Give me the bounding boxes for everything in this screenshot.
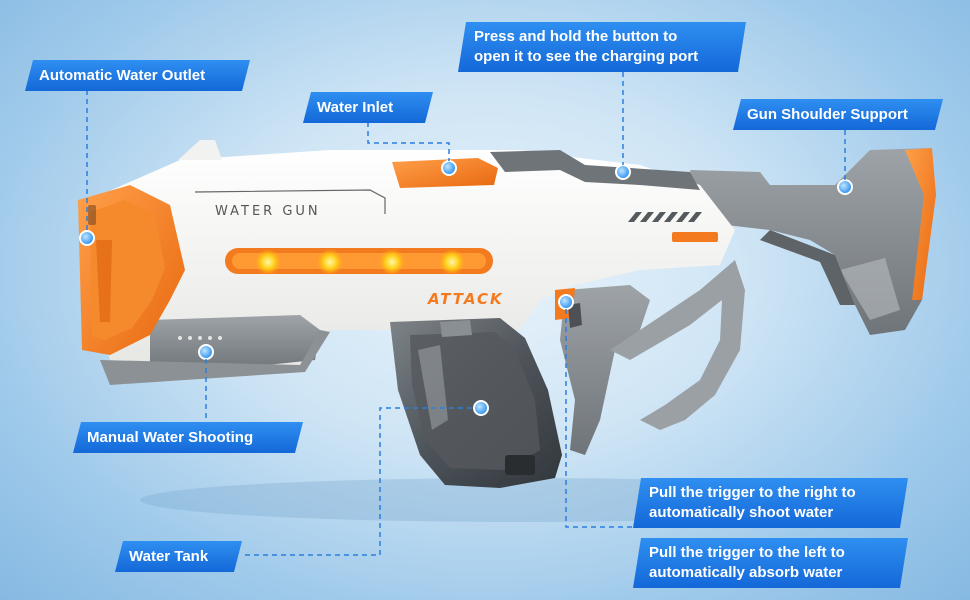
callout-automatic-water-outlet: Automatic Water Outlet	[25, 60, 250, 91]
rail-dots	[178, 336, 222, 340]
callout-trigger-left-line2: automatically absorb water	[649, 564, 843, 581]
callout-water-tank: Water Tank	[115, 541, 242, 572]
marker-charging-port	[615, 164, 631, 180]
marker-water-tank	[473, 400, 489, 416]
callout-water-inlet: Water Inlet	[303, 92, 433, 123]
callout-trigger-right-line1: Pull the trigger to the right to	[649, 484, 856, 501]
grip-and-trigger	[555, 260, 745, 455]
water-outlet-muzzle	[78, 185, 185, 355]
orange-accent-strip	[672, 232, 718, 242]
callout-trigger-left: Pull the trigger to the left to automati…	[633, 538, 908, 588]
callout-trigger-right-line2: automatically shoot water	[649, 504, 834, 521]
callout-trigger-left-line1: Pull the trigger to the left to	[649, 544, 845, 561]
callout-manual-water-shooting: Manual Water Shooting	[73, 422, 303, 453]
callout-charging-port: Press and hold the button to open it to …	[458, 22, 746, 72]
marker-water-outlet	[79, 230, 95, 246]
callout-gun-shoulder-support: Gun Shoulder Support	[733, 99, 943, 130]
brand-underline	[194, 189, 386, 214]
callout-trigger-right: Pull the trigger to the right to automat…	[633, 478, 908, 528]
marker-trigger	[558, 294, 574, 310]
marker-shoulder-support	[837, 179, 853, 195]
model-label: ATTACK	[427, 290, 504, 308]
side-vents	[628, 212, 702, 222]
feature-markers	[79, 160, 853, 416]
gun-shoulder-stock	[690, 148, 936, 335]
callout-charging-port-line1: Press and hold the button to	[474, 28, 678, 45]
marker-manual-shooting	[198, 344, 214, 360]
callout-charging-port-line2: open it to see the charging port	[474, 48, 699, 65]
led-light-strip	[225, 248, 493, 275]
brand-label: WATER GUN	[215, 204, 321, 219]
marker-water-inlet	[441, 160, 457, 176]
